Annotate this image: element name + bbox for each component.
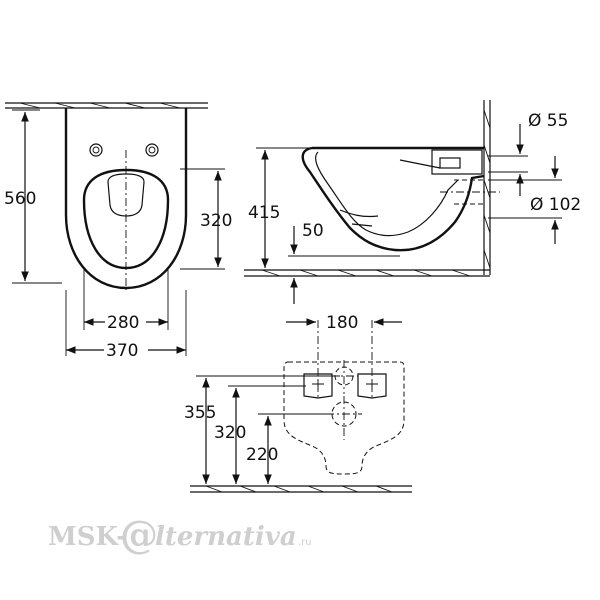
rear-fixing-plates (303, 373, 387, 399)
dim-560-label: 560 (4, 189, 36, 209)
dim-102-label: Ø 102 (530, 195, 581, 215)
dim-280 (83, 268, 169, 330)
dim-560 (12, 109, 62, 284)
dim-370 (65, 290, 187, 356)
watermark-prefix: MSK- (48, 522, 127, 552)
dim-415 (256, 147, 310, 268)
front-inner-recess (107, 173, 145, 217)
side-floor (244, 269, 490, 277)
dim-102 (488, 156, 562, 244)
dim-220 (258, 413, 332, 484)
dim-320-rear (228, 385, 306, 484)
dim-220-label: 220 (246, 445, 278, 465)
dim-55 (488, 124, 528, 196)
rear-floor (190, 485, 412, 493)
dim-370-label: 370 (106, 341, 138, 361)
front-wall-hatch (5, 102, 208, 109)
side-outlet (399, 149, 500, 205)
front-fixing-holes (89, 143, 159, 157)
dim-355 (196, 375, 340, 484)
side-bowl-profile (301, 146, 485, 252)
rear-inlet (330, 360, 358, 394)
front-bowl-outline (64, 108, 188, 290)
dim-280-label: 280 (107, 313, 139, 333)
rear-outline (283, 361, 405, 475)
watermark: MSK- @ lternativa .ru (48, 512, 312, 557)
dim-415-label: 415 (248, 203, 280, 223)
dim-320-front-label: 320 (200, 211, 232, 231)
side-bowl-flange (339, 209, 379, 227)
dim-320-rear-label: 320 (214, 423, 246, 443)
dim-355-label: 355 (184, 403, 216, 423)
dim-320-front (180, 168, 225, 270)
side-bowl-inner (315, 151, 459, 237)
rear-outlet (326, 396, 362, 440)
front-seat-opening (82, 168, 170, 270)
dim-55-label: Ø 55 (528, 111, 568, 131)
dim-50-label: 50 (302, 221, 324, 241)
dim-50 (288, 226, 400, 304)
front-view: 560 320 280 370 (4, 102, 232, 361)
watermark-domain: .ru (298, 537, 312, 548)
watermark-suffix: lternativa (155, 522, 297, 552)
side-view: 415 50 Ø 55 Ø 102 (244, 100, 581, 304)
side-wall (483, 100, 491, 275)
rear-view: 180 355 320 220 (184, 313, 412, 493)
dim-180-label: 180 (326, 313, 358, 333)
watermark-at: @ (120, 512, 158, 557)
